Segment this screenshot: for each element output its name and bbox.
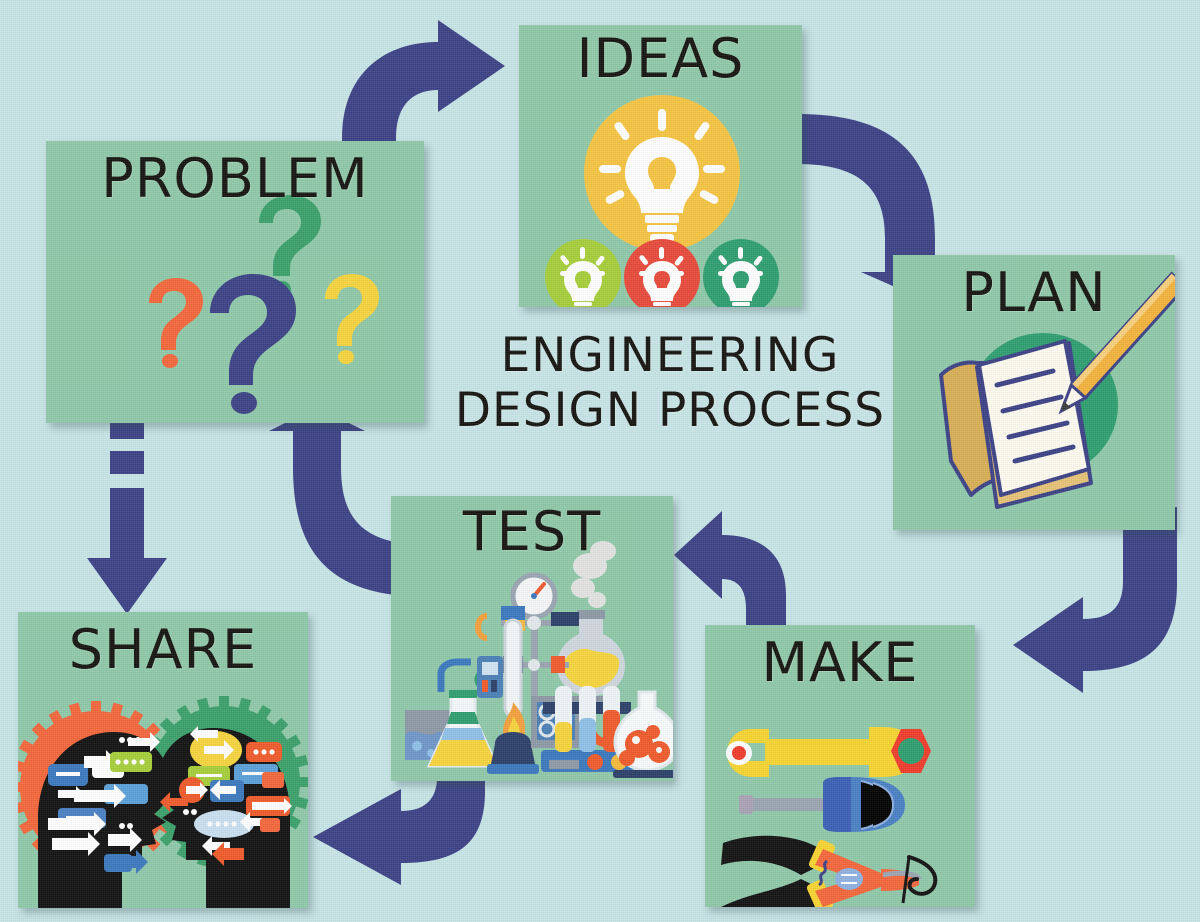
- arrow-plan-to-make: [1013, 507, 1177, 693]
- two-heads-communicating-icon: [18, 696, 308, 908]
- step-card-make[interactable]: MAKE: [705, 625, 975, 907]
- step-card-problem[interactable]: PROBLEM: [46, 141, 424, 423]
- notepad-and-pencil-icon: [939, 271, 1175, 509]
- lightbulbs-icon: [545, 95, 779, 307]
- arrow-test-to-problem: [269, 407, 429, 597]
- arrow-test-to-share: [313, 757, 485, 885]
- arrow-ideas-to-plan: [797, 114, 957, 294]
- poster-title-line-1: ENGINEERING: [500, 328, 840, 383]
- laboratory-apparatus-icon: [405, 541, 673, 778]
- tools-icon: [721, 727, 938, 907]
- question-marks-icon: [149, 195, 379, 414]
- step-card-ideas[interactable]: IDEAS: [519, 25, 802, 307]
- step-card-share[interactable]: SHARE: [18, 612, 308, 908]
- step-label-make: MAKE: [761, 631, 919, 694]
- poster-title: ENGINEERING DESIGN PROCESS: [425, 328, 915, 439]
- step-label-ideas: IDEAS: [576, 27, 745, 90]
- arrow-problem-to-share: [87, 418, 167, 614]
- poster-title-line-2: DESIGN PROCESS: [454, 383, 886, 439]
- step-card-plan[interactable]: PLAN: [893, 255, 1175, 530]
- step-label-test: TEST: [462, 500, 602, 563]
- step-label-share: SHARE: [68, 618, 258, 681]
- step-card-test[interactable]: TEST: [391, 496, 673, 781]
- arrow-make-to-test: [674, 511, 840, 649]
- step-label-problem: PROBLEM: [101, 147, 369, 210]
- arrow-problem-to-ideas: [342, 20, 505, 178]
- step-label-plan: PLAN: [961, 261, 1107, 324]
